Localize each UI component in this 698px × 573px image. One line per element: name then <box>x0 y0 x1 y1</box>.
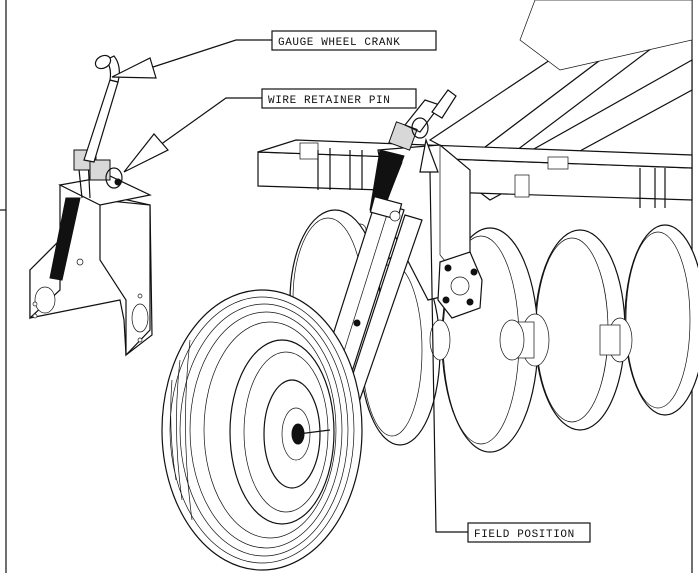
callout-field-position-label: FIELD POSITION <box>474 529 575 541</box>
callout-gauge-wheel-crank: GAUGE WHEEL CRANK <box>271 30 437 51</box>
callout-field-position: FIELD POSITION <box>467 522 591 543</box>
crank-bracket-detail <box>29 54 153 357</box>
callout-leaders <box>111 39 468 533</box>
callout-wire-retainer-pin-label: WIRE RETAINER PIN <box>268 95 390 107</box>
callout-gauge-wheel-crank-label: GAUGE WHEEL CRANK <box>278 37 400 49</box>
harrow-frame <box>257 0 693 262</box>
gauge-wheel-tire <box>161 289 363 571</box>
callout-wire-retainer-pin: WIRE RETAINER PIN <box>261 88 417 109</box>
